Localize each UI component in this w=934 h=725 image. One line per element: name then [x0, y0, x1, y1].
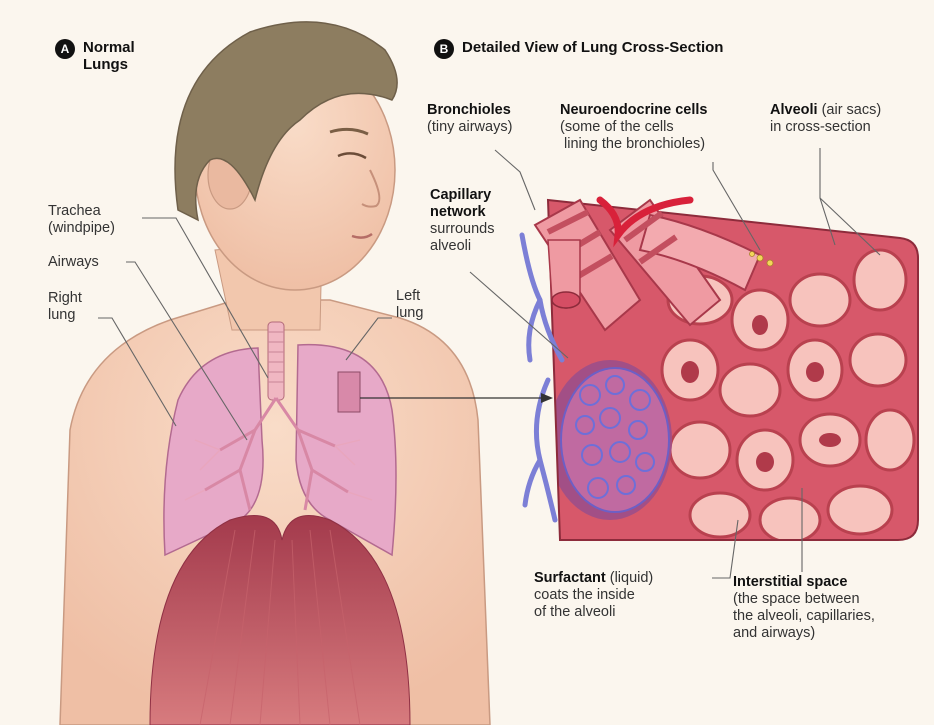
capillary-cluster	[548, 360, 672, 520]
panel-a-title: Normal Lungs	[83, 39, 135, 73]
label-alveoli: Alveoli (air sacs) in cross-section	[770, 102, 881, 136]
label-bronchioles: Bronchioles (tiny airways)	[427, 102, 512, 136]
label-capillary: Capillary network surrounds alveoli	[430, 187, 494, 255]
panel-a-badge: A	[55, 39, 75, 59]
panel-a-header: A Normal Lungs	[55, 39, 135, 73]
label-trachea: Trachea (windpipe)	[48, 203, 115, 237]
cross-section	[522, 195, 930, 545]
panel-b-badge: B	[434, 39, 454, 59]
label-airways: Airways	[48, 254, 99, 271]
label-right-lung: Right lung	[48, 290, 82, 324]
panel-b-title: Detailed View of Lung Cross-Section	[462, 39, 723, 56]
magnified-region-box	[338, 372, 360, 412]
panel-b-header: B Detailed View of Lung Cross-Section	[434, 39, 723, 59]
label-surfactant: Surfactant (liquid) coats the inside of …	[534, 570, 653, 621]
trachea-shape	[268, 322, 284, 400]
label-neuroendocrine: Neuroendocrine cells (some of the cells …	[560, 102, 707, 153]
label-interstitial: Interstitial space (the space between th…	[733, 574, 875, 642]
label-left-lung: Left lung	[396, 288, 423, 322]
